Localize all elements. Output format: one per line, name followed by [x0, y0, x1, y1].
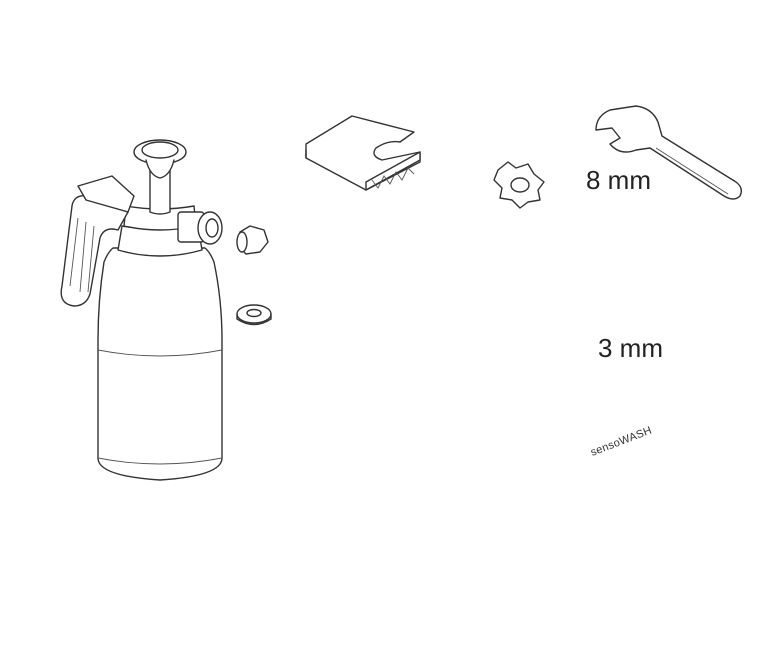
spacer-plate [305, 115, 421, 191]
pressure-sprayer-bottle [60, 139, 223, 481]
wrench-size-label: 8 mm [586, 165, 651, 195]
hex-key-size-label: 3 mm [598, 333, 663, 363]
hose-assembly [236, 161, 545, 394]
washer-ring [236, 304, 272, 326]
open-end-wrench [595, 105, 743, 200]
